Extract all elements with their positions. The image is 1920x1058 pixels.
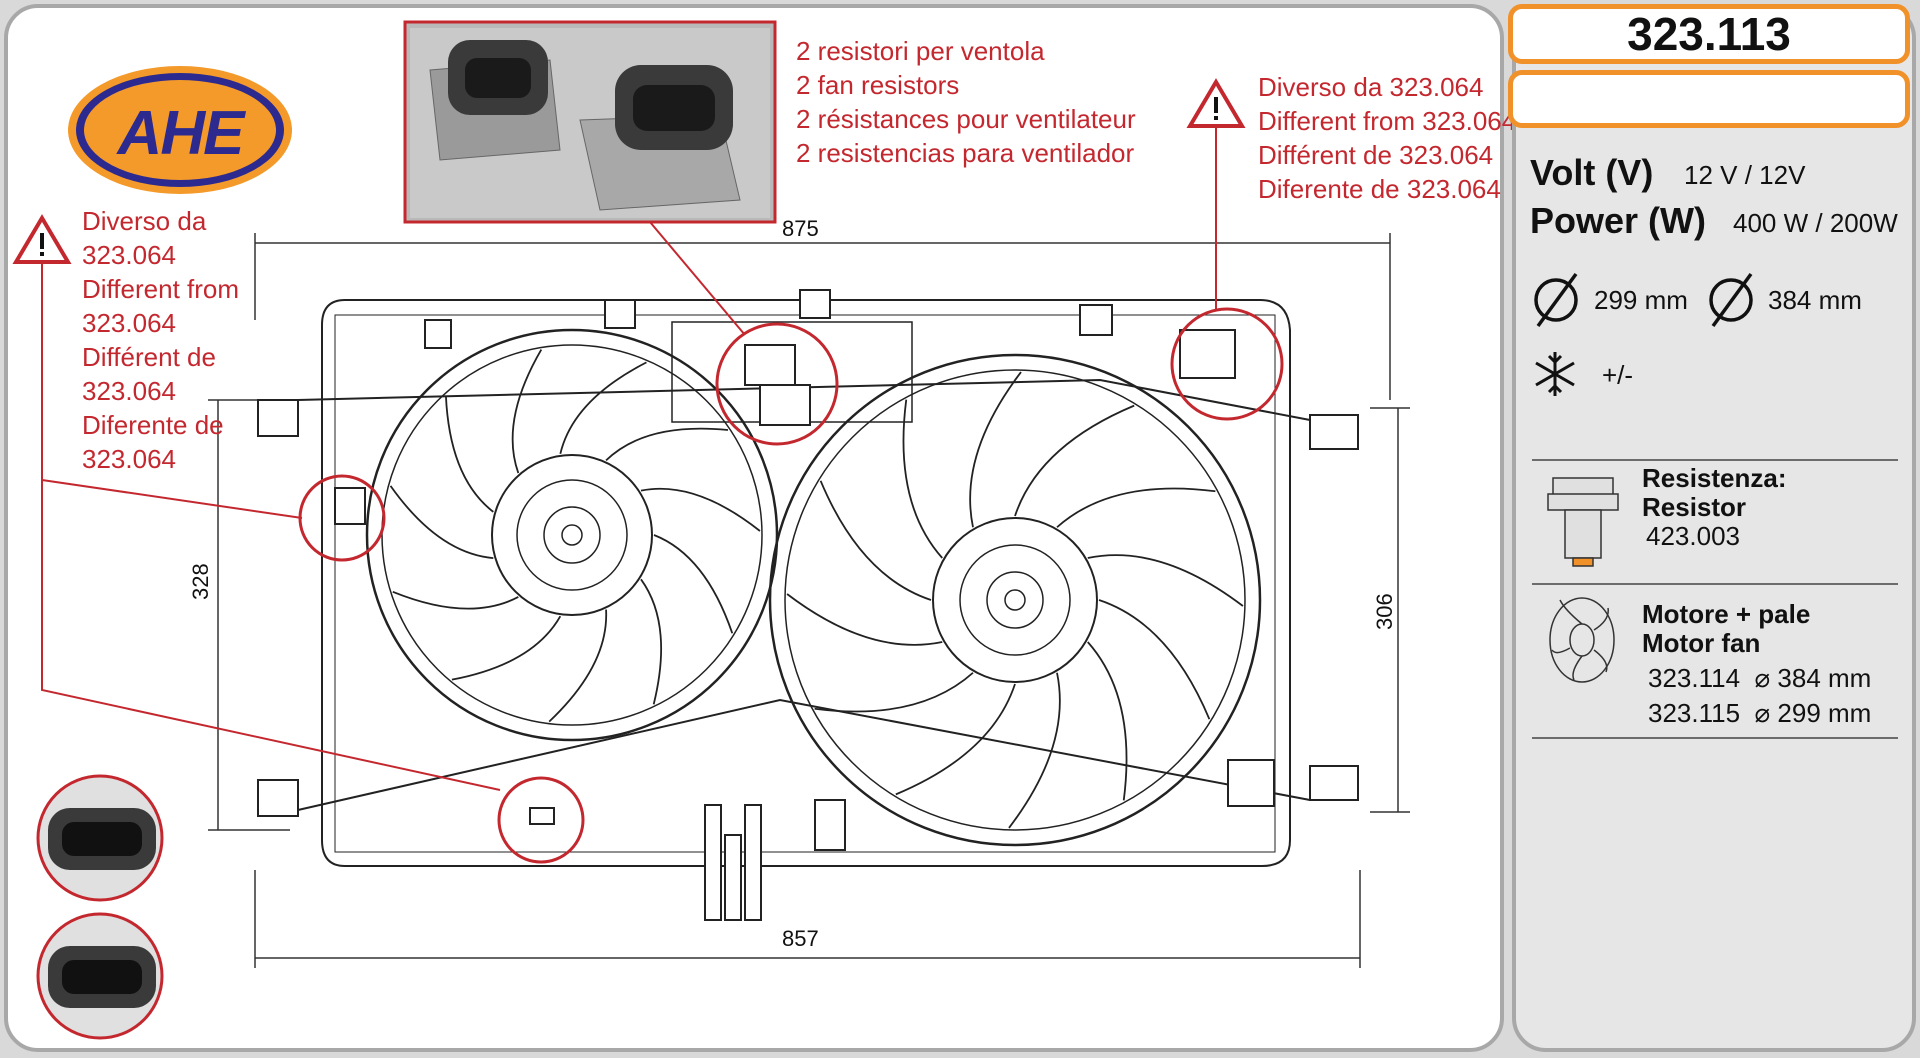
leader-lines bbox=[41, 126, 1217, 791]
motor-item-code: 323.114 bbox=[1648, 663, 1741, 693]
connector-photo-small-1 bbox=[36, 774, 164, 902]
note-line: 323.064 bbox=[82, 240, 176, 270]
volt-label: Volt (V) bbox=[1530, 152, 1654, 193]
motor-title-it: Motore + pale bbox=[1642, 599, 1811, 629]
ac-value: +/- bbox=[1602, 360, 1634, 390]
resistor-section: Resistenza: Resistor 423.003 bbox=[1642, 464, 1787, 551]
fan-blade bbox=[969, 371, 1022, 528]
fan-blade bbox=[640, 578, 662, 705]
note-line: Diverso da 323.064 bbox=[1258, 72, 1484, 102]
diameter-1: 299 mm bbox=[1594, 285, 1688, 315]
fan-left bbox=[365, 328, 779, 742]
fan-blade bbox=[559, 361, 647, 455]
fan-right bbox=[768, 353, 1262, 847]
highlight-circles bbox=[298, 307, 1284, 864]
motor-item: 323.114 ⌀ 384 mm bbox=[1642, 664, 1871, 693]
note-line: 2 fan resistors bbox=[796, 70, 960, 100]
note-line: Different from bbox=[82, 274, 240, 304]
fan-blade bbox=[389, 485, 494, 559]
power-value: 400 W / 200W bbox=[1733, 208, 1898, 238]
fan-blade bbox=[1056, 487, 1216, 528]
logo-text: AHE bbox=[117, 99, 245, 168]
fan-blade bbox=[511, 349, 543, 474]
note-line: 323.064 bbox=[82, 444, 176, 474]
note-line: Différent de 323.064 bbox=[1258, 140, 1494, 170]
fan-blade bbox=[445, 395, 494, 513]
dimension-bottom: 857 bbox=[782, 926, 819, 951]
resistor-title-en: Resistor bbox=[1642, 492, 1747, 522]
fan-blade bbox=[548, 609, 608, 723]
different-note-left: Diverso da 323.064 Different from 323.06… bbox=[82, 204, 239, 476]
note-line: Différent de bbox=[82, 342, 216, 372]
diameter-2: 384 mm bbox=[1768, 285, 1862, 315]
connector-photo bbox=[403, 20, 777, 224]
note-line: 2 résistances pour ventilateur bbox=[796, 104, 1136, 134]
dimension-lines bbox=[208, 233, 1410, 968]
motor-item-size: 384 mm bbox=[1777, 663, 1872, 693]
fan-blade bbox=[895, 683, 1016, 796]
power-label: Power (W) bbox=[1530, 200, 1706, 241]
fan-blade bbox=[1098, 599, 1211, 720]
dimension-top: 875 bbox=[782, 216, 819, 241]
diameter-icon: ⌀ bbox=[1747, 698, 1778, 728]
fan-blade bbox=[605, 427, 729, 462]
note-line: 2 resistori per ventola bbox=[796, 36, 1045, 66]
different-note-right: Diverso da 323.064 Different from 323.06… bbox=[1258, 70, 1516, 206]
dimension-left: 328 bbox=[188, 563, 213, 600]
fan-blade bbox=[392, 590, 519, 610]
motor-item: 323.115 ⌀ 299 mm bbox=[1642, 699, 1871, 728]
connector-photo-small-2 bbox=[36, 912, 164, 1040]
fan-blade bbox=[819, 480, 932, 601]
fan-blade bbox=[640, 487, 761, 532]
fan-blade bbox=[1087, 554, 1244, 607]
resistor-note: 2 resistori per ventola 2 fan resistors … bbox=[796, 34, 1136, 170]
fan-blade bbox=[451, 615, 562, 681]
fan-blade bbox=[902, 399, 943, 559]
note-line: Diferente de bbox=[82, 410, 224, 440]
note-line: Different from 323.064 bbox=[1258, 106, 1517, 136]
fan-blade bbox=[1008, 672, 1061, 829]
part-number: 323.113 bbox=[1508, 4, 1910, 64]
note-line: Diferente de 323.064 bbox=[1258, 174, 1501, 204]
resistor-code: 423.003 bbox=[1646, 521, 1740, 551]
part-number-secondary bbox=[1508, 70, 1910, 128]
note-line: Diverso da bbox=[82, 206, 207, 236]
fan-blade bbox=[653, 534, 734, 634]
motor-item-size: 299 mm bbox=[1777, 698, 1872, 728]
note-line: 323.064 bbox=[82, 376, 176, 406]
motor-section: Motore + pale Motor fan 323.114 ⌀ 384 mm… bbox=[1642, 600, 1871, 728]
motor-item-code: 323.115 bbox=[1648, 698, 1741, 728]
note-line: 2 resistencias para ventilador bbox=[796, 138, 1135, 168]
warning-triangle-icon bbox=[1186, 78, 1246, 128]
warning-triangle-icon bbox=[12, 214, 72, 264]
fan-blade bbox=[1014, 404, 1135, 517]
fan-shroud bbox=[257, 299, 1359, 867]
diameter-icon: ⌀ bbox=[1747, 663, 1778, 693]
fan-blade bbox=[814, 672, 974, 713]
ahe-logo bbox=[68, 66, 292, 194]
resistor-title-it: Resistenza: bbox=[1642, 463, 1787, 493]
connector-details bbox=[334, 289, 1275, 921]
fan-blade bbox=[786, 593, 943, 646]
dimension-right: 306 bbox=[1372, 593, 1397, 630]
note-line: 323.064 bbox=[82, 308, 176, 338]
volt-value: 12 V / 12V bbox=[1684, 160, 1806, 190]
fan-blade bbox=[1087, 641, 1128, 801]
motor-title-en: Motor fan bbox=[1642, 628, 1761, 658]
